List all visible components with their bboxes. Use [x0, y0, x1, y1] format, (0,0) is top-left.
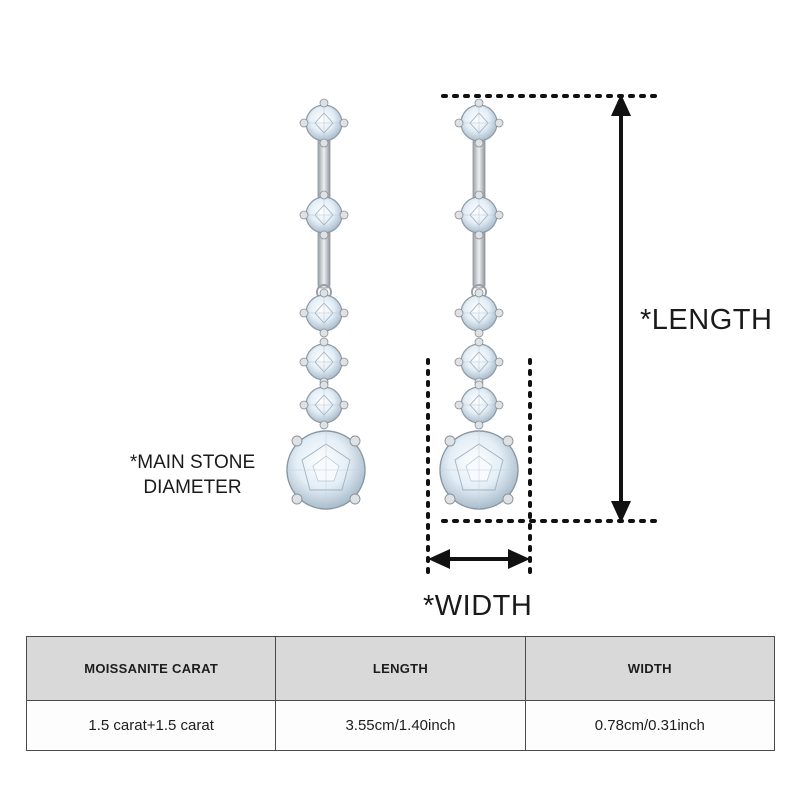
header-carat: MOISSANITE CARAT [25, 636, 277, 701]
small-stone [299, 380, 349, 430]
cell-carat: 1.5 carat+1.5 carat [25, 700, 277, 751]
small-stone [299, 337, 349, 387]
header-length: LENGTH [275, 636, 526, 701]
small-stone [454, 380, 504, 430]
width-dimension [426, 358, 532, 577]
small-stone [454, 98, 504, 148]
cell-length: 3.55cm/1.40inch [275, 700, 526, 751]
length-label: *LENGTH [640, 304, 773, 336]
table-row: 1.5 carat+1.5 carat 3.55cm/1.40inch 0.78… [25, 700, 776, 751]
width-arrow-head-right [508, 549, 530, 569]
spec-table: MOISSANITE CARAT LENGTH WIDTH 1.5 carat+… [25, 636, 776, 751]
length-arrow-head-down [611, 501, 631, 523]
main-stone [439, 430, 519, 510]
small-stone [454, 288, 504, 338]
cell-width: 0.78cm/0.31inch [524, 700, 776, 751]
main-stone [286, 430, 366, 510]
width-arrow-head-left [428, 549, 450, 569]
table-header-row: MOISSANITE CARAT LENGTH WIDTH [25, 636, 776, 701]
header-width: WIDTH [524, 636, 776, 701]
small-stone [299, 288, 349, 338]
length-dimension [441, 94, 657, 523]
length-arrow-head-up [611, 94, 631, 116]
small-stone [299, 190, 349, 240]
small-stone [454, 190, 504, 240]
earring-product-illustration [286, 94, 657, 577]
width-label: *WIDTH [423, 590, 533, 622]
main-stone-diameter-label: *MAIN STONE DIAMETER [129, 452, 256, 498]
earring-right [439, 98, 519, 510]
earring-left [286, 98, 366, 510]
small-stone [299, 98, 349, 148]
small-stone [454, 337, 504, 387]
